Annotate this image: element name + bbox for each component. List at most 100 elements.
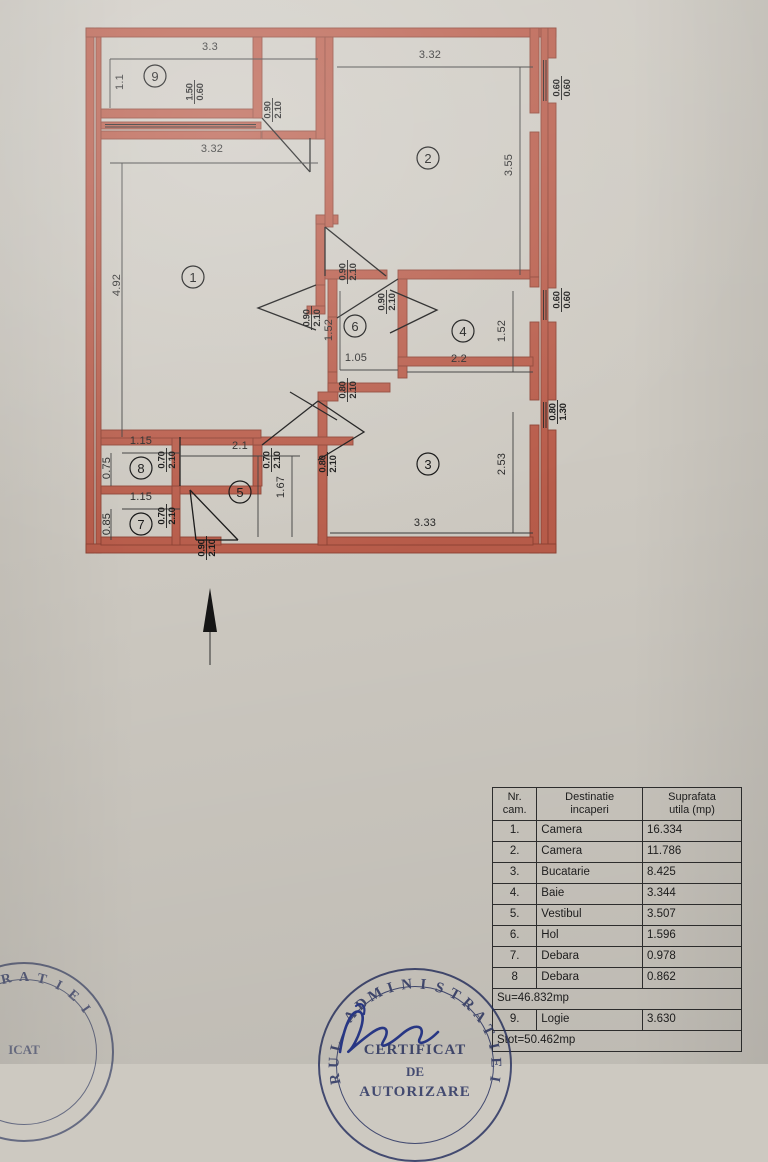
row-area: 16.334	[641, 820, 743, 842]
stamp-arc-char: I	[385, 979, 396, 997]
stamp-line-1: CERTIFICAT	[363, 1042, 467, 1058]
row-destination: Vestibul	[536, 904, 643, 926]
header-destination: Destinatie incaperi	[536, 787, 643, 821]
row-number: 8	[491, 967, 538, 989]
handwritten-signature	[338, 1003, 440, 1054]
room-marker-5: 5	[228, 480, 252, 504]
stamp-arc-char: R	[0, 971, 13, 989]
room-marker-9: 9	[143, 64, 167, 88]
dimension-label: 1.15	[130, 435, 152, 447]
dimension-label: 1.52	[323, 319, 335, 341]
opening-width: 0.80	[548, 403, 559, 420]
row-destination: Debara	[536, 946, 643, 968]
opening-height: 2.10	[328, 455, 339, 472]
header-area: Suprafata utila (mp)	[641, 787, 743, 821]
row-number: 3.	[491, 862, 538, 884]
opening-height: 2.10	[312, 309, 323, 326]
dimension-label: 3.3	[202, 41, 218, 53]
dimension-label: 2.2	[451, 353, 467, 365]
room-number-layer: 1 2 3 4 5 6 7 8 9	[129, 64, 475, 536]
stamp-arc-char: R	[458, 994, 478, 1014]
dimension-label: 2.1	[232, 440, 248, 452]
wall-layer	[85, 27, 557, 554]
dimension-label: 3.33	[414, 517, 436, 529]
room-bubble-circle	[416, 452, 440, 476]
room-bubble-circle	[143, 64, 167, 88]
row-area: 0.978	[641, 946, 743, 968]
stamp-arc-char: M	[365, 984, 386, 1006]
dimension-label: 0.85	[101, 513, 113, 535]
room-bubble-circle	[343, 314, 367, 338]
window-layer	[105, 60, 547, 428]
room-marker-2: 2	[416, 146, 440, 170]
row-number: 7.	[491, 946, 538, 968]
room-marker-8: 8	[129, 456, 153, 480]
header-nr: Nr. cam.	[491, 787, 538, 821]
room-number-label: 3	[424, 457, 431, 472]
row-destination: Baie	[536, 883, 643, 905]
stamp-arc-char: R	[326, 1072, 345, 1086]
opening-height: 0.60	[195, 83, 206, 100]
room-marker-1: 1	[181, 265, 205, 289]
door-swing-layer	[179, 117, 439, 541]
dimension-line-layer	[109, 58, 533, 540]
header-nr-line2: cam.	[502, 804, 527, 816]
opening-width: 0.90	[302, 309, 313, 326]
total-area: Stot=50.462mp	[492, 1030, 742, 1052]
grand-total-row: Stot=50.462mp	[492, 1030, 742, 1052]
room-number-label: 2	[424, 151, 431, 166]
room-bubble-circle	[181, 265, 205, 289]
stamp-arc-char: I	[485, 1074, 503, 1084]
secondary-stamp-line-1: ICAT	[8, 1042, 40, 1057]
row-number: 6.	[491, 925, 538, 947]
opening-width: 0.60	[552, 291, 563, 308]
row-area: 3.507	[641, 904, 743, 926]
stamp-arc-char: A	[341, 1007, 361, 1026]
header-nr-line1: Nr.	[507, 791, 522, 804]
room-number-label: 6	[351, 319, 358, 334]
stamp-arc-char: I	[419, 976, 427, 994]
opening-height: 0.60	[562, 79, 573, 96]
stamp-arc-char: N	[400, 976, 413, 994]
row-area: 3.344	[641, 883, 743, 905]
room-number-label: 1	[189, 270, 196, 285]
dimension-label: 2.53	[496, 453, 508, 475]
room-number-label: 4	[459, 324, 466, 339]
opening-height: 1.30	[558, 403, 569, 420]
stamp-arc-char: A	[469, 1007, 489, 1026]
room-bubble-circle	[129, 456, 153, 480]
row-destination: Hol	[536, 925, 643, 947]
dimension-label: 1.52	[496, 320, 508, 342]
opening-height: 2.10	[348, 381, 359, 398]
stamp-arc-char: S	[433, 979, 446, 998]
stamp-arc-char: L	[327, 1039, 346, 1053]
opening-height: 2.10	[387, 293, 398, 310]
room-number-label: 7	[137, 517, 144, 532]
room-bubble-circle	[416, 146, 440, 170]
header-dest-line2: incaperi	[570, 804, 609, 816]
stamp-arc-char: E	[64, 987, 82, 1005]
stamp-arc-char: D	[352, 994, 372, 1014]
opening-height: 2.10	[348, 263, 359, 280]
stamp-arc-char: T	[35, 971, 49, 989]
room-marker-6: 6	[343, 314, 367, 338]
dimension-label: 0.75	[101, 457, 113, 479]
opening-height: 2.10	[272, 451, 283, 468]
stamp-arc-char: A	[18, 970, 30, 985]
opening-width: 0.90	[377, 293, 388, 310]
